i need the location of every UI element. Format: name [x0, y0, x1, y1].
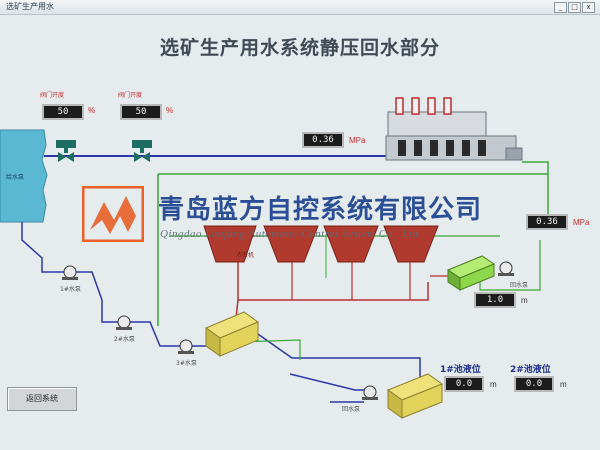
line-pressure-value: 0.36	[526, 214, 568, 230]
thickener-4	[383, 225, 439, 263]
valve-2	[132, 140, 152, 162]
green-tank-level-value: 1.0	[474, 292, 516, 308]
valve-1-unit: %	[88, 106, 96, 115]
pool-2-level-value: 0.0	[514, 376, 554, 392]
valve-2-opening: 50	[120, 104, 162, 120]
window-title: 选矿生产用水	[6, 2, 54, 11]
valve-1-opening: 50	[42, 104, 84, 120]
pump-3	[178, 339, 194, 354]
pool-1-level-unit: m	[490, 380, 497, 389]
valve-2-unit: %	[166, 106, 174, 115]
thickener-label: 浓密机	[236, 252, 255, 259]
pump-2	[116, 315, 132, 330]
pump-5	[362, 385, 378, 400]
pump-3-label: 3#水泵	[176, 360, 197, 367]
pool-2-level-unit: m	[560, 380, 567, 389]
title-bar: 选矿生产用水 _ □ x	[0, 0, 600, 15]
return-pipe-3	[130, 321, 180, 347]
pump-1	[62, 265, 78, 280]
return-pipe-2	[76, 271, 118, 323]
maximize-button[interactable]: □	[568, 2, 581, 13]
green-tank-level-unit: m	[521, 296, 528, 305]
red-pipe	[237, 252, 429, 301]
yellow-tank-2	[386, 373, 444, 419]
watermark-company-english: Qingdao Lanfang Automatic Control System…	[160, 228, 422, 240]
return-pipe-1	[21, 222, 64, 273]
yellow-tank-1	[204, 311, 260, 357]
valve-2-label: 阀门开度	[118, 93, 143, 99]
page-title: 选矿生产用水系统静压回水部分	[159, 37, 440, 59]
pump-2-label: 2#水泵	[114, 336, 135, 343]
header-pressure-value: 0.36	[302, 132, 344, 148]
pump-5-label: 回水泵	[342, 406, 361, 413]
header-pressure-unit: MPa	[349, 136, 366, 145]
return-system-button[interactable]: 返回系统	[7, 387, 77, 411]
tank-label: 给水泵	[6, 174, 25, 181]
pool-2-label: 2#池液位	[510, 365, 551, 375]
close-button[interactable]: x	[582, 2, 595, 13]
company-logo-icon	[82, 186, 144, 242]
watermark-company-name: 青岛蓝方自控系统有限公司	[158, 195, 483, 225]
thickener-3	[323, 225, 379, 263]
minimize-button[interactable]: _	[554, 2, 567, 13]
valve-1-label: 阀门开度	[40, 93, 65, 99]
line-pressure-unit: MPa	[573, 218, 590, 227]
thickener-2	[263, 225, 319, 263]
green-tank	[446, 255, 496, 291]
thickener-1	[203, 225, 257, 263]
header-equipment	[385, 97, 523, 161]
pool-1-level-value: 0.0	[444, 376, 484, 392]
pump-4	[498, 261, 514, 276]
pump-4-label: 回水泵	[510, 282, 529, 289]
pump-1-label: 1#水泵	[60, 286, 81, 293]
thickener-group	[203, 225, 439, 263]
pool-1-label: 1#池液位	[440, 365, 481, 375]
valve-1	[56, 140, 76, 162]
